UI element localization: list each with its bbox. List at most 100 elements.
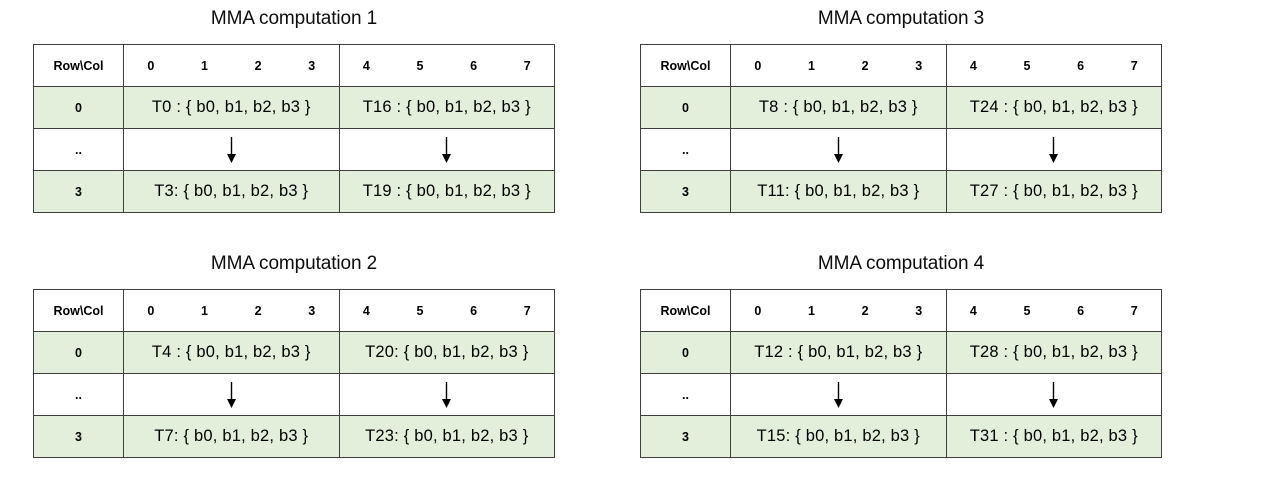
col-header-3: 3 xyxy=(308,58,316,73)
cell-right xyxy=(945,128,1162,171)
cell-right xyxy=(338,373,555,416)
cell-left xyxy=(730,128,947,171)
table-header-row: Row\Col 0 1 2 3 4 5 6 7 xyxy=(33,44,555,87)
col-header-5: 5 xyxy=(1023,303,1031,318)
col-header-0: 0 xyxy=(754,58,762,73)
cell-right xyxy=(338,128,555,171)
col-header-1: 1 xyxy=(807,303,815,318)
table-row: 3 T15: { b0, b1, b2, b3 } T31 : { b0, b1… xyxy=(640,415,1162,458)
col-header-1: 1 xyxy=(807,58,815,73)
col-header-6: 6 xyxy=(1077,303,1085,318)
mma-panel-3: MMA computation 3 Row\Col 0 1 2 3 4 5 xyxy=(640,8,1247,253)
down-arrow-icon xyxy=(226,381,236,408)
row-label: 3 xyxy=(33,170,124,213)
row-label: .. xyxy=(33,128,124,171)
table-row: .. xyxy=(33,373,555,416)
row-label: 3 xyxy=(640,170,731,213)
column-group-left: 0 1 2 3 xyxy=(730,289,947,332)
cell-left: T3: { b0, b1, b2, b3 } xyxy=(123,170,340,213)
panel-title: MMA computation 4 xyxy=(817,253,985,274)
col-header-2: 2 xyxy=(254,303,262,318)
panel-title: MMA computation 1 xyxy=(210,8,378,29)
col-header-5: 5 xyxy=(416,303,424,318)
col-header-6: 6 xyxy=(470,58,478,73)
cell-right: T20: { b0, b1, b2, b3 } xyxy=(338,331,555,374)
table-row: 3 T3: { b0, b1, b2, b3 } T19 : { b0, b1,… xyxy=(33,170,555,213)
row-label: .. xyxy=(640,128,731,171)
col-header-7: 7 xyxy=(523,58,531,73)
col-header-0: 0 xyxy=(754,303,762,318)
col-header-3: 3 xyxy=(915,58,923,73)
cell-left: T11: { b0, b1, b2, b3 } xyxy=(730,170,947,213)
col-header-5: 5 xyxy=(416,58,424,73)
table-row: .. xyxy=(640,128,1162,171)
col-header-0: 0 xyxy=(147,58,155,73)
col-header-2: 2 xyxy=(254,58,262,73)
column-group-right: 4 5 6 7 xyxy=(338,289,555,332)
table-row: 0 T4 : { b0, b1, b2, b3 } T20: { b0, b1,… xyxy=(33,331,555,374)
col-header-1: 1 xyxy=(200,58,208,73)
column-group-left: 0 1 2 3 xyxy=(123,289,340,332)
mma-table: Row\Col 0 1 2 3 4 5 6 7 xyxy=(640,289,1162,458)
cell-right: T23: { b0, b1, b2, b3 } xyxy=(338,415,555,458)
cell-right: T24 : { b0, b1, b2, b3 } xyxy=(945,86,1162,129)
col-header-6: 6 xyxy=(1077,58,1085,73)
row-label: 3 xyxy=(640,415,731,458)
col-header-6: 6 xyxy=(470,303,478,318)
row-col-header: Row\Col xyxy=(33,289,124,332)
down-arrow-icon xyxy=(442,381,452,408)
down-arrow-icon xyxy=(226,136,236,163)
col-header-3: 3 xyxy=(308,303,316,318)
cell-right: T16 : { b0, b1, b2, b3 } xyxy=(338,86,555,129)
cell-right: T19 : { b0, b1, b2, b3 } xyxy=(338,170,555,213)
mma-panel-4: MMA computation 4 Row\Col 0 1 2 3 4 5 xyxy=(640,253,1247,488)
row-col-header: Row\Col xyxy=(640,44,731,87)
table-row: .. xyxy=(640,373,1162,416)
col-header-4: 4 xyxy=(362,58,370,73)
col-header-7: 7 xyxy=(1130,303,1138,318)
col-header-4: 4 xyxy=(969,58,977,73)
cell-left: T4 : { b0, b1, b2, b3 } xyxy=(123,331,340,374)
row-label: 0 xyxy=(640,331,731,374)
col-header-5: 5 xyxy=(1023,58,1031,73)
table-row: 3 T11: { b0, b1, b2, b3 } T27 : { b0, b1… xyxy=(640,170,1162,213)
col-header-1: 1 xyxy=(200,303,208,318)
cell-left: T7: { b0, b1, b2, b3 } xyxy=(123,415,340,458)
cell-left: T8 : { b0, b1, b2, b3 } xyxy=(730,86,947,129)
column-group-right: 4 5 6 7 xyxy=(945,289,1162,332)
panel-title: MMA computation 2 xyxy=(210,253,378,274)
cell-right xyxy=(945,373,1162,416)
down-arrow-icon xyxy=(833,381,843,408)
table-row: 3 T7: { b0, b1, b2, b3 } T23: { b0, b1, … xyxy=(33,415,555,458)
col-header-7: 7 xyxy=(523,303,531,318)
mma-table: Row\Col 0 1 2 3 4 5 6 7 xyxy=(33,44,555,213)
table-row: .. xyxy=(33,128,555,171)
down-arrow-icon xyxy=(1049,381,1059,408)
table-row: 0 T0 : { b0, b1, b2, b3 } T16 : { b0, b1… xyxy=(33,86,555,129)
cell-left xyxy=(730,373,947,416)
mma-panel-1: MMA computation 1 Row\Col 0 1 2 3 4 5 xyxy=(33,8,640,253)
col-header-2: 2 xyxy=(861,58,869,73)
col-header-7: 7 xyxy=(1130,58,1138,73)
cell-right: T31 : { b0, b1, b2, b3 } xyxy=(945,415,1162,458)
col-header-3: 3 xyxy=(915,303,923,318)
table-header-row: Row\Col 0 1 2 3 4 5 6 7 xyxy=(640,289,1162,332)
mma-table: Row\Col 0 1 2 3 4 5 6 7 xyxy=(640,44,1162,213)
cell-right: T27 : { b0, b1, b2, b3 } xyxy=(945,170,1162,213)
mma-table: Row\Col 0 1 2 3 4 5 6 7 xyxy=(33,289,555,458)
row-label: 0 xyxy=(33,86,124,129)
cell-left: T0 : { b0, b1, b2, b3 } xyxy=(123,86,340,129)
down-arrow-icon xyxy=(442,136,452,163)
table-row: 0 T12 : { b0, b1, b2, b3 } T28 : { b0, b… xyxy=(640,331,1162,374)
row-label: .. xyxy=(640,373,731,416)
table-row: 0 T8 : { b0, b1, b2, b3 } T24 : { b0, b1… xyxy=(640,86,1162,129)
col-header-0: 0 xyxy=(147,303,155,318)
down-arrow-icon xyxy=(1049,136,1059,163)
cell-left: T15: { b0, b1, b2, b3 } xyxy=(730,415,947,458)
row-label: 0 xyxy=(640,86,731,129)
down-arrow-icon xyxy=(833,136,843,163)
row-label: 0 xyxy=(33,331,124,374)
cell-left xyxy=(123,128,340,171)
col-header-4: 4 xyxy=(969,303,977,318)
